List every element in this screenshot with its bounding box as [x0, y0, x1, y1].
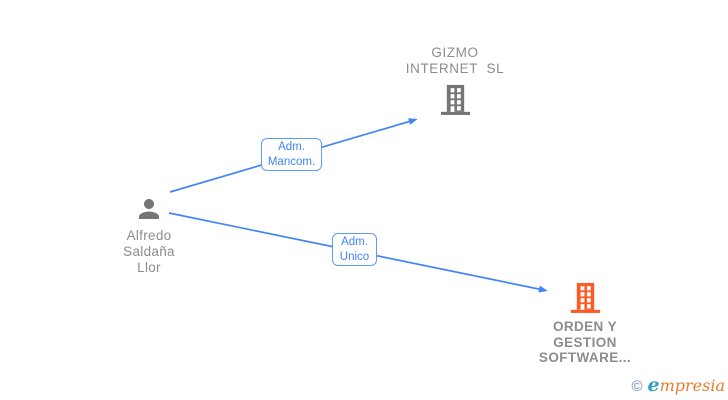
person-icon: [134, 194, 164, 224]
company-node-orden[interactable]: ORDEN Y GESTION SOFTWARE...: [531, 281, 639, 366]
person-node[interactable]: Alfredo Saldaña Llor: [108, 194, 190, 276]
building-icon: [570, 281, 601, 315]
empresia-logo-text: e: [647, 374, 660, 396]
edge-label-adm-mancom: Adm. Mancom.: [261, 138, 322, 171]
building-icon: [440, 83, 471, 117]
company-name-label: ORDEN Y GESTION SOFTWARE...: [538, 319, 632, 365]
edge-label-adm-unico: Adm. Unico: [332, 233, 377, 266]
empresia-logo-text-rest: mpresia: [659, 376, 725, 395]
company-node-gizmo[interactable]: GIZMO INTERNET SL: [401, 45, 509, 117]
company-name-label: GIZMO INTERNET SL: [405, 45, 505, 76]
person-name-label: Alfredo Saldaña Llor: [123, 228, 175, 275]
copyright-icon: ©: [631, 378, 643, 395]
